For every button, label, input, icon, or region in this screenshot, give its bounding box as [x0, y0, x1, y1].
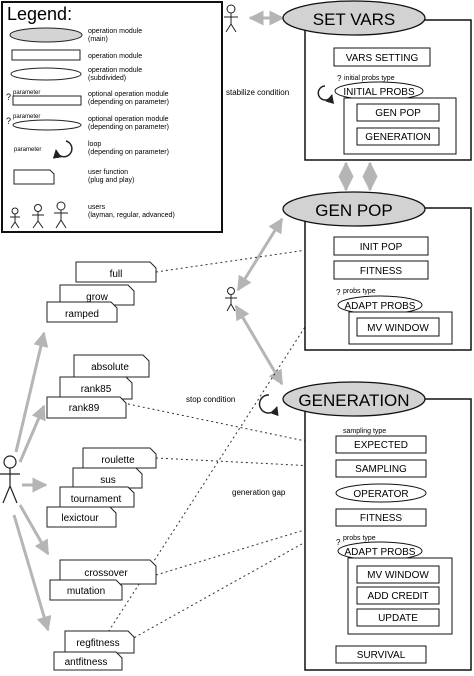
user-function-label: lexictour — [61, 513, 99, 524]
legend-item-label: operation module — [88, 67, 142, 74]
legend-item-sub: (depending on parameter) — [88, 149, 169, 156]
initial-probs-module: INITIAL PROBS — [343, 87, 415, 98]
stabilize-condition-label: stabilize condition — [226, 88, 289, 97]
user-function-label: rank89 — [69, 403, 100, 414]
user-function-label: mutation — [67, 586, 105, 597]
legend-panel: Legend: operation module (main) operatio… — [1, 1, 223, 233]
update-module: UPDATE — [378, 613, 418, 624]
user-function-card — [59, 486, 135, 508]
user-function-label: rank85 — [81, 384, 112, 395]
user-function-label: grow — [86, 292, 108, 303]
survival-module: SURVIVAL — [357, 650, 406, 661]
fitness-module: FITNESS — [360, 266, 403, 277]
question-mark-icon: ? — [6, 116, 11, 126]
legend-item-label: optional operation module — [88, 91, 169, 98]
sampling-type-tag: sampling type — [343, 428, 386, 435]
user-function-label: antfitness — [65, 657, 108, 668]
legend-item-label: operation module — [88, 28, 142, 35]
legend-item-label: users — [88, 204, 106, 211]
user-function-label: ramped — [65, 309, 99, 320]
legend-optional-subdivided-shape — [12, 119, 82, 131]
user-icon-left — [0, 455, 20, 504]
legend-item-label: optional operation module — [88, 116, 169, 123]
user-function-label: roulette — [101, 455, 135, 466]
gen-pop-block: GEN POP INIT POP FITNESS ? probs type AD… — [282, 191, 472, 351]
user-function-card — [49, 579, 123, 601]
user-function-card — [46, 506, 117, 528]
question-mark-icon: ? — [337, 74, 342, 83]
legend-item-label: operation module — [88, 53, 142, 60]
init-pop-module: INIT POP — [360, 242, 403, 253]
user-icon-top — [224, 4, 238, 33]
generation-submodule: GENERATION — [365, 132, 430, 143]
adapt-probs-module: ADAPT PROBS — [345, 301, 416, 312]
user-function-label: absolute — [91, 362, 129, 373]
expected-module: EXPECTED — [354, 440, 408, 451]
question-mark-icon: ? — [336, 538, 341, 547]
user-function-label: tournament — [71, 494, 122, 505]
user-function-label: sus — [100, 475, 116, 486]
operator-module: OPERATOR — [353, 489, 408, 500]
user-function-label: full — [110, 269, 123, 280]
adapt-probs-module: ADAPT PROBS — [345, 547, 416, 558]
generation-title: GENERATION — [298, 391, 409, 410]
stop-condition-label: stop condition — [186, 395, 235, 404]
loop-icon — [52, 140, 73, 159]
legend-item-sub: (depending on parameter) — [88, 124, 169, 131]
legend-item-sub: (depending on parameter) — [88, 99, 169, 106]
add-credit-module: ADD CREDIT — [367, 591, 428, 602]
question-mark-icon: ? — [336, 288, 341, 297]
question-mark-icon: ? — [6, 92, 11, 102]
legend-user-function-shape — [13, 169, 55, 185]
legend-optional-module-shape — [12, 95, 82, 106]
generation-gap-label: generation gap — [232, 488, 286, 497]
legend-item-sub: (plug and play) — [88, 177, 134, 184]
gen-pop-submodule: GEN POP — [375, 108, 421, 119]
sampling-module: SAMPLING — [355, 464, 407, 475]
generation-block: GENERATION ? sampling type EXPECTED SAMP… — [282, 381, 472, 671]
legend-parameter-tag: parameter — [13, 90, 40, 96]
legend-item-sub: (main) — [88, 36, 108, 43]
loop-icon — [258, 394, 279, 417]
legend-parameter-tag: parameter — [14, 147, 41, 153]
user-function-card — [59, 376, 133, 400]
fitness-module: FITNESS — [360, 513, 403, 524]
set-vars-block: SET VARS VARS SETTING ? initial probs ty… — [282, 0, 472, 161]
legend-main-module-shape — [9, 27, 83, 43]
legend-item-label: loop — [88, 141, 101, 148]
legend-item-label: user function — [88, 169, 128, 176]
set-vars-title: SET VARS — [313, 10, 396, 29]
user-function-card — [75, 261, 157, 283]
connector-arrows — [12, 10, 378, 632]
mv-window-module: MV WINDOW — [367, 570, 429, 581]
probs-type-tag: probs type — [343, 535, 376, 542]
users-icon — [10, 201, 68, 229]
mv-window-module: MV WINDOW — [367, 323, 429, 334]
legend-item-sub: (subdivided) — [88, 75, 126, 82]
probs-type-tag: probs type — [343, 288, 376, 295]
user-icon-middle — [225, 287, 237, 312]
user-function-card — [72, 467, 143, 489]
user-function-card — [64, 630, 135, 654]
legend-module-shape — [11, 49, 81, 61]
user-function-card — [73, 354, 150, 378]
vars-setting-module: VARS SETTING — [346, 53, 419, 64]
user-function-card — [53, 651, 123, 671]
loop-icon — [317, 85, 334, 105]
legend-item-sub: (layman, regular, advanced) — [88, 212, 175, 219]
user-function-card — [82, 447, 157, 469]
legend-parameter-tag: parameter — [13, 114, 40, 120]
initial-probs-tag: initial probs type — [344, 75, 395, 82]
user-function-card — [46, 301, 118, 323]
user-function-card — [46, 396, 127, 419]
legend-title: Legend: — [7, 4, 72, 24]
gen-pop-title: GEN POP — [315, 201, 392, 220]
user-function-label: regfitness — [76, 638, 119, 649]
user-function-label: crossover — [84, 568, 128, 579]
legend-subdivided-shape — [10, 67, 82, 81]
